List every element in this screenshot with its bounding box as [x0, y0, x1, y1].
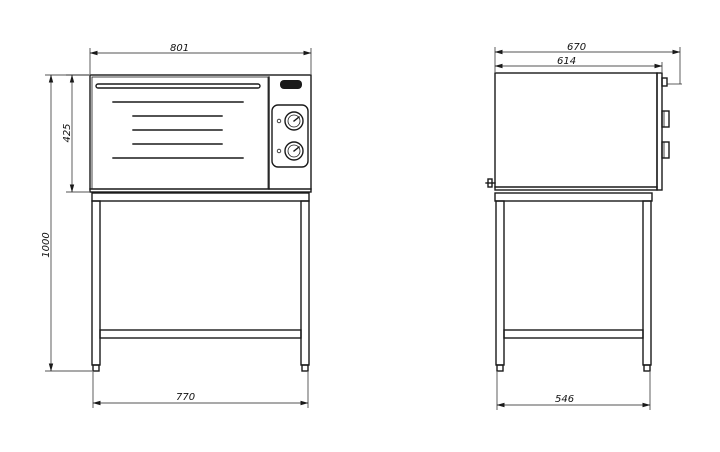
- left-leg: [91, 200, 101, 366]
- dimension-width-legs: 770: [92, 372, 309, 408]
- upper-knob-side-icon: [661, 110, 670, 128]
- dimension-label-425: 425: [62, 123, 73, 142]
- rear-plug-icon: [485, 178, 496, 188]
- door-handle: [95, 83, 261, 89]
- lower-knob-side-icon: [661, 141, 670, 159]
- dimension-height-total: 1000: [41, 74, 92, 372]
- control-panel-plate: [271, 104, 309, 168]
- dimension-label-670: 670: [567, 42, 586, 53]
- dimension-label-546: 546: [555, 394, 574, 405]
- dimension-label-1000: 1000: [41, 232, 52, 257]
- dimension-depth-total: 670: [494, 42, 682, 85]
- right-leg: [300, 200, 310, 366]
- dimension-depth-legs: 546: [496, 372, 651, 410]
- dimension-label-801: 801: [170, 43, 189, 54]
- side-view: 670 614 546: [485, 42, 682, 410]
- left-foot: [92, 364, 100, 372]
- rear-leg: [495, 200, 505, 366]
- lower-shelf: [99, 329, 302, 339]
- oven-body-front: [89, 74, 312, 193]
- dimension-label-614: 614: [557, 56, 576, 67]
- oven-door: [91, 76, 269, 190]
- door-handle-side: [661, 77, 668, 87]
- dimension-width-top: 801: [89, 43, 312, 74]
- stand-top-frame: [91, 192, 310, 202]
- upper-knob-icon: [276, 111, 304, 131]
- rear-foot: [496, 364, 504, 372]
- front-foot: [643, 364, 651, 372]
- dimension-depth-body: 614: [494, 56, 663, 72]
- stand-top-frame-side: [494, 192, 653, 202]
- front-leg: [642, 200, 652, 366]
- front-view: 801 425 1000 770: [41, 43, 312, 408]
- dimension-height-oven: 425: [62, 74, 89, 193]
- brand-logo: [280, 80, 302, 89]
- lower-shelf-side: [503, 329, 644, 339]
- control-panel-side: [656, 72, 663, 191]
- oven-body-side: [494, 72, 658, 191]
- dimension-label-770: 770: [176, 392, 195, 403]
- right-foot: [301, 364, 309, 372]
- lower-knob-icon: [276, 141, 304, 161]
